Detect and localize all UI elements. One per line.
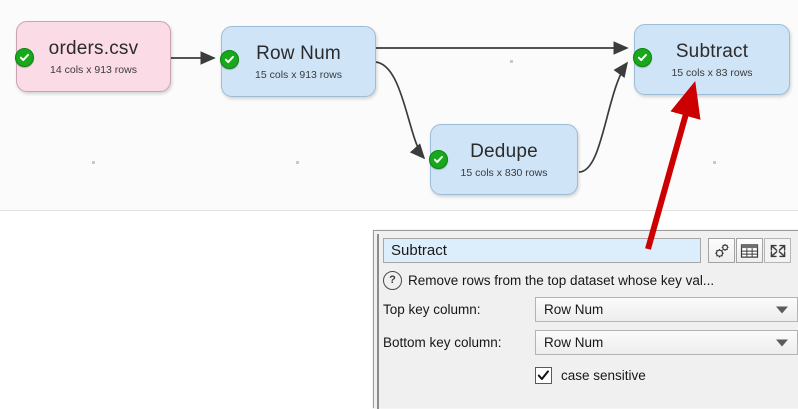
- case-sensitive-control[interactable]: case sensitive: [535, 367, 646, 384]
- node-title: Subtract: [675, 40, 749, 62]
- top-key-column-select[interactable]: Row Num: [535, 297, 798, 322]
- field-row-bottom-key-column: Bottom key column: Row Num: [383, 329, 798, 356]
- properties-panel: Subtract: [373, 230, 798, 409]
- flow-canvas[interactable]: orders.csv 14 cols x 913 rows Row Num 15…: [0, 0, 798, 211]
- settings-gears-icon[interactable]: [708, 238, 735, 263]
- node-title: Dedupe: [470, 140, 538, 162]
- node-title: Row Num: [256, 42, 341, 64]
- chevron-down-icon: [776, 339, 788, 346]
- item-name-input[interactable]: Subtract: [383, 238, 701, 263]
- node-title: orders.csv: [48, 37, 139, 59]
- table-grid-icon[interactable]: [736, 238, 763, 263]
- panel-title-row: Subtract: [383, 238, 798, 264]
- bottom-key-column-label: Bottom key column:: [383, 335, 502, 350]
- canvas-grid-dot: [92, 161, 95, 164]
- ok-check-icon: [429, 150, 448, 169]
- node-subtitle: 15 cols x 913 rows: [255, 68, 342, 81]
- bottom-key-column-select[interactable]: Row Num: [535, 330, 798, 355]
- panel-left-border: [377, 234, 379, 409]
- canvas-grid-dot: [510, 60, 513, 63]
- node-subtract[interactable]: Subtract 15 cols x 83 rows: [634, 24, 790, 95]
- canvas-grid-dot: [713, 161, 716, 164]
- node-subtitle: 15 cols x 83 rows: [671, 66, 753, 79]
- node-subtitle: 14 cols x 913 rows: [50, 63, 137, 76]
- node-dedupe[interactable]: Dedupe 15 cols x 830 rows: [430, 124, 578, 195]
- help-row: ? Remove rows from the top dataset whose…: [383, 269, 798, 291]
- chevron-down-icon: [776, 306, 788, 313]
- field-row-case-sensitive: case sensitive: [383, 362, 798, 389]
- case-sensitive-checkbox[interactable]: [535, 367, 552, 384]
- node-subtitle: 15 cols x 830 rows: [460, 166, 548, 179]
- field-row-top-key-column: Top key column: Row Num: [383, 296, 798, 323]
- ok-check-icon: [220, 50, 239, 69]
- case-sensitive-label: case sensitive: [561, 368, 646, 383]
- help-text: Remove rows from the top dataset whose k…: [408, 272, 715, 288]
- ok-check-icon: [15, 48, 34, 67]
- ok-check-icon: [633, 48, 652, 67]
- node-orders-csv[interactable]: orders.csv 14 cols x 913 rows: [16, 21, 171, 92]
- expand-arrows-icon[interactable]: [764, 238, 791, 263]
- top-key-column-label: Top key column:: [383, 302, 481, 317]
- canvas-grid-dot: [296, 161, 299, 164]
- bottom-key-column-value: Row Num: [544, 335, 604, 350]
- top-key-column-value: Row Num: [544, 302, 604, 317]
- node-row-num[interactable]: Row Num 15 cols x 913 rows: [221, 26, 376, 97]
- question-mark-icon[interactable]: ?: [383, 270, 402, 290]
